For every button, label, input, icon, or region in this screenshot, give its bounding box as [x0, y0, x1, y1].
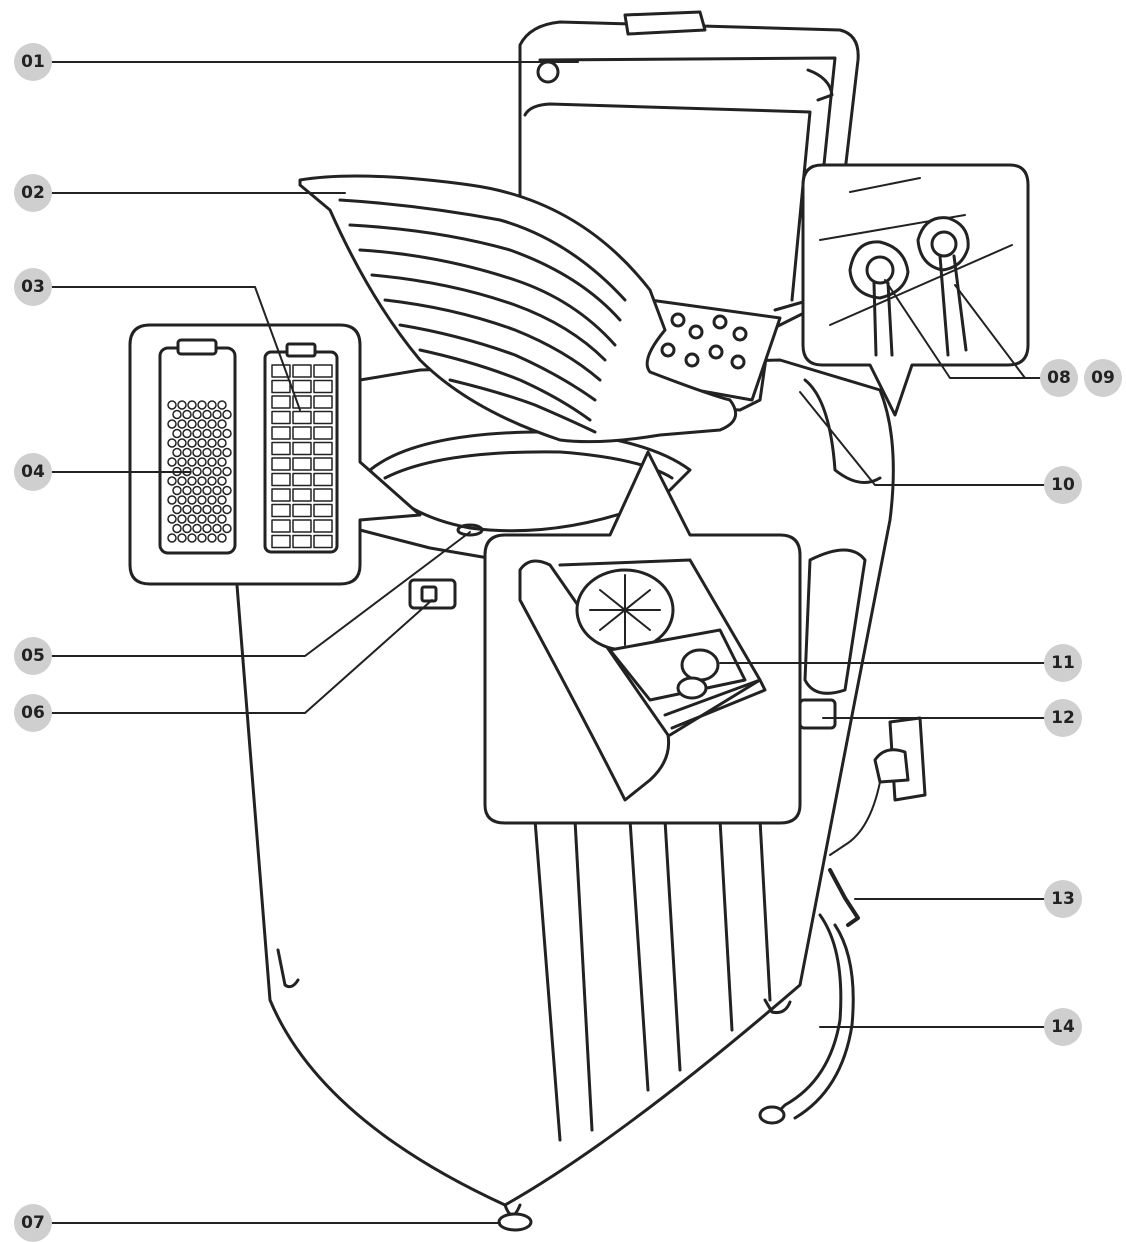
label-10: 10 — [1044, 466, 1082, 504]
label-04: 04 — [14, 453, 52, 491]
label-08: 08 — [1040, 359, 1078, 397]
label-13: 13 — [1044, 880, 1082, 918]
label-03: 03 — [14, 268, 52, 306]
label-11: 11 — [1044, 644, 1082, 682]
drain-hose — [758, 913, 855, 1125]
label-02: 02 — [14, 174, 52, 212]
label-06: 06 — [14, 694, 52, 732]
detergent-sensor — [408, 578, 457, 610]
label-14: 14 — [1044, 1008, 1082, 1046]
leader-lines — [51, 61, 1049, 1224]
label-12: 12 — [1044, 699, 1082, 737]
power-plug — [829, 716, 927, 856]
water-inlet-inset — [801, 163, 1030, 417]
glass-lid — [298, 174, 738, 444]
label-01: 01 — [14, 43, 52, 81]
label-05: 05 — [14, 637, 52, 675]
detergent-drawer-inset — [483, 450, 802, 825]
power-cord-plug — [828, 868, 860, 927]
dispenser-handle — [798, 698, 837, 730]
label-07: 07 — [14, 1204, 52, 1242]
lint-filter-inset — [128, 323, 422, 586]
label-09: 09 — [1084, 359, 1122, 397]
